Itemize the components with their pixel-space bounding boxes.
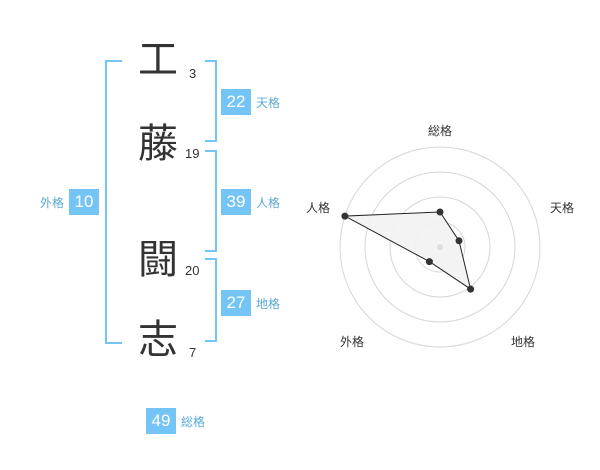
stroke-count-4: 7 xyxy=(189,345,197,360)
jinkaku-bracket xyxy=(205,150,217,252)
axis-label-tenkaku: 天格 xyxy=(550,200,574,215)
name-char-4: 志 xyxy=(138,317,178,363)
radar-center-dot xyxy=(437,244,443,250)
name-char-1: 工 xyxy=(138,37,178,83)
axis-label-gaikaku: 外格 xyxy=(340,334,364,349)
stroke-count-1: 3 xyxy=(189,66,197,81)
radar-point-2 xyxy=(455,237,463,245)
radar-rings xyxy=(339,146,541,348)
radar-point-1 xyxy=(436,208,444,216)
gaikaku-label: 外格 xyxy=(40,195,65,210)
radar-points xyxy=(341,208,475,293)
soukaku-badge: 49 総格 xyxy=(146,408,205,434)
radar-point-4 xyxy=(425,258,433,266)
stroke-count-2: 19 xyxy=(185,146,200,161)
chikaku-bracket xyxy=(205,258,217,342)
stroke-count-3: 20 xyxy=(185,263,200,278)
radar-ring-4 xyxy=(339,146,541,348)
axis-label-jinkaku: 人格 xyxy=(306,200,330,215)
jinkaku-score: 39 xyxy=(221,189,251,215)
soukaku-label: 総格 xyxy=(181,414,206,429)
name-char-3: 闘 xyxy=(138,237,178,283)
axis-label-chikaku: 地格 xyxy=(511,334,535,349)
radar-ring-3 xyxy=(364,171,516,323)
tenkaku-score: 22 xyxy=(221,89,251,115)
jinkaku-badge: 39 人格 xyxy=(221,189,280,215)
gaikaku-score: 10 xyxy=(69,189,100,215)
chikaku-label: 地格 xyxy=(256,296,281,311)
radar-ring-2 xyxy=(389,196,491,298)
axis-label-soukaku: 総格 xyxy=(428,123,452,138)
chikaku-score: 27 xyxy=(221,290,251,316)
chikaku-badge: 27 地格 xyxy=(221,290,280,316)
tenkaku-label: 天格 xyxy=(256,95,281,110)
gaikaku-bracket xyxy=(105,60,122,344)
radar-point-5 xyxy=(341,212,349,220)
radar-area xyxy=(343,211,472,291)
radar-chart: 総格 天格 地格 外格 人格 xyxy=(306,123,574,349)
radar-point-3 xyxy=(467,285,475,293)
soukaku-score: 49 xyxy=(146,408,176,434)
tenkaku-bracket xyxy=(205,60,217,142)
jinkaku-label: 人格 xyxy=(256,195,281,210)
gaikaku-badge: 外格 10 xyxy=(40,189,100,215)
tenkaku-badge: 22 天格 xyxy=(221,89,280,115)
name-char-2: 藤 xyxy=(138,121,178,167)
